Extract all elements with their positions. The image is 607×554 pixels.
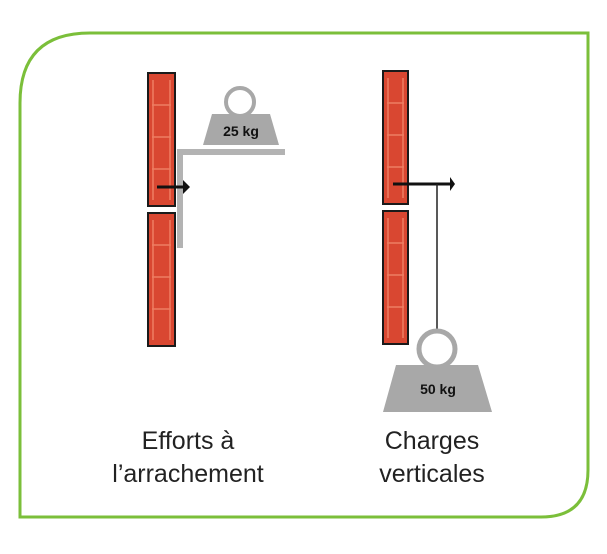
pullout-caption-line1: Efforts à xyxy=(142,427,235,455)
pullout-caption-line2: l’arrachement xyxy=(112,460,264,488)
vertical-diagram: 50 kg xyxy=(382,70,492,412)
upper-brick xyxy=(147,72,176,207)
diagram-frame xyxy=(18,31,590,519)
pullout-diagram: 25 kg xyxy=(147,72,285,347)
weight-25kg: 25 kg xyxy=(203,86,279,145)
weight-25kg-label: 25 kg xyxy=(223,123,259,139)
vertical-caption-line1: Charges xyxy=(385,427,480,455)
lower-brick xyxy=(147,212,176,347)
upper-brick xyxy=(382,70,409,205)
weight-50kg-label: 50 kg xyxy=(420,381,456,397)
l-bracket xyxy=(177,149,285,248)
anchor-bolt xyxy=(393,177,455,191)
vertical-caption-line2: verticales xyxy=(379,460,485,488)
anchor-bolt xyxy=(157,180,190,194)
weight-50kg: 50 kg xyxy=(383,328,492,412)
lower-brick xyxy=(382,210,409,345)
